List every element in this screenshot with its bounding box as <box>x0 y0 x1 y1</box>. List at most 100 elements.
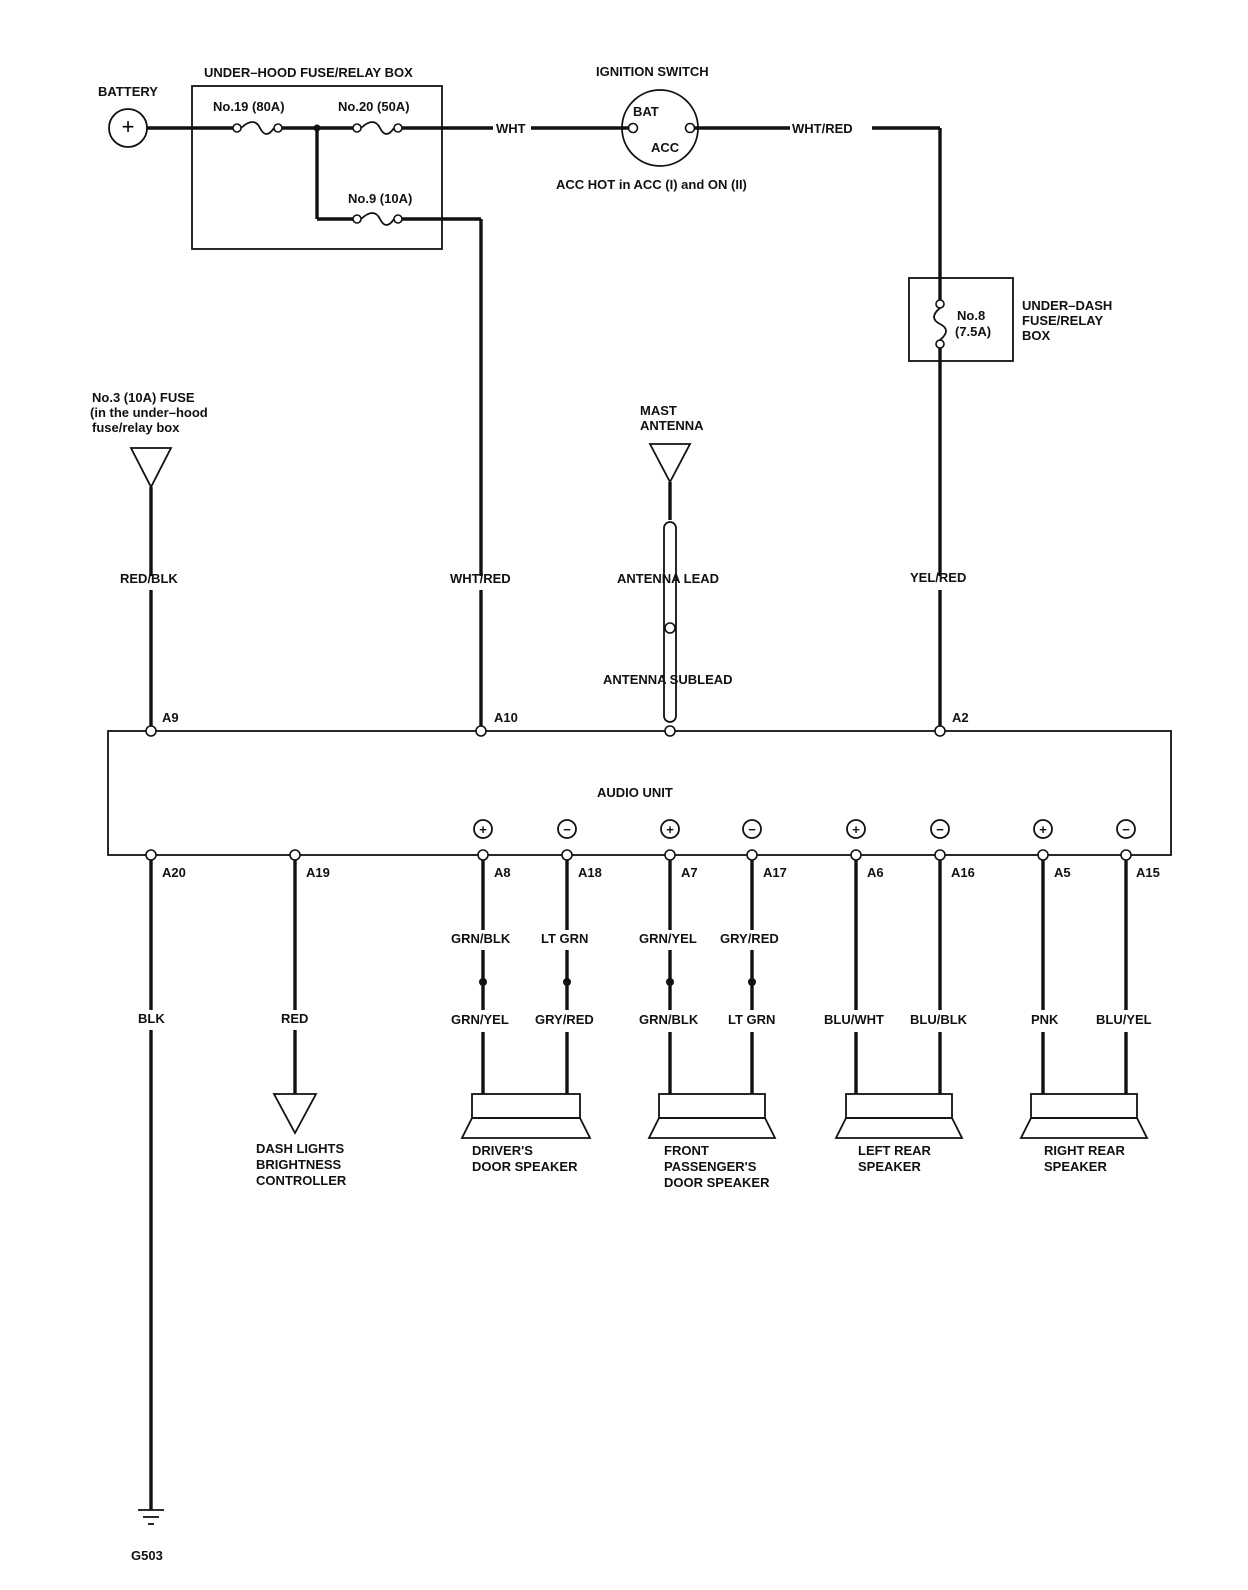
dash-line3: CONTROLLER <box>256 1173 347 1188</box>
plus-marker: + <box>852 822 860 837</box>
ignition-switch: BAT ACC IGNITION SWITCH ACC HOT in ACC (… <box>556 64 747 192</box>
wire-blk-label: BLK <box>138 1011 165 1026</box>
top-wiring: WHT <box>147 121 629 576</box>
ground-circuit: BLK G503 <box>131 860 165 1563</box>
driver-speaker-line2: DOOR SPEAKER <box>472 1159 578 1174</box>
right-rear-speaker-line2: SPEAKER <box>1044 1159 1107 1174</box>
mast-antenna: MAST ANTENNA ANTENNA LEAD ANTENNA SUBLEA… <box>603 403 733 723</box>
fuse-3-line1: No.3 (10A) FUSE <box>92 390 195 405</box>
audio-unit: AUDIO UNIT A9 A10 A2 + − + − + − + − <box>107 710 1172 880</box>
pin-a2-label: A2 <box>952 710 969 725</box>
ignition-acc-label: ACC <box>651 140 680 155</box>
ignition-note: ACC HOT in ACC (I) and ON (II) <box>556 177 747 192</box>
wire-a17-bot-label: LT GRN <box>728 1012 775 1027</box>
front-speaker-cone <box>647 1117 777 1139</box>
underhood-box-title: UNDER–HOOD FUSE/RELAY BOX <box>204 65 413 80</box>
antenna-line1: MAST <box>640 403 677 418</box>
dash-lights-circuit: RED DASH LIGHTS BRIGHTNESS CONTROLLER <box>256 860 347 1188</box>
pin-a5-label: A5 <box>1054 865 1071 880</box>
wire-a7-top-label: GRN/YEL <box>639 931 697 946</box>
pin-a6-label: A6 <box>867 865 884 880</box>
audio-unit-title: AUDIO UNIT <box>597 785 673 800</box>
battery: + BATTERY <box>98 84 158 148</box>
underdash-fuse-box: No.8 (7.5A) UNDER–DASH FUSE/RELAY BOX <box>908 277 1112 362</box>
pin-a7-label: A7 <box>681 865 698 880</box>
pin-a19 <box>289 849 301 861</box>
fuse-8-label: No.8 <box>957 308 985 323</box>
pin-a8 <box>477 849 489 861</box>
wire-a6-label: BLU/WHT <box>824 1012 884 1027</box>
front-speaker-magnet <box>658 1093 766 1119</box>
left-rear-speaker-magnet <box>845 1093 953 1119</box>
driver-speaker-line1: DRIVER'S <box>472 1143 533 1158</box>
antenna-lead-cable <box>663 521 677 723</box>
wire-a16-label: BLU/BLK <box>910 1012 968 1027</box>
minus-marker: − <box>563 822 571 837</box>
wire-wht-red-label: WHT/RED <box>450 571 511 586</box>
front-speaker-line3: DOOR SPEAKER <box>664 1175 770 1190</box>
pin-a16-label: A16 <box>951 865 975 880</box>
pin-a9 <box>145 725 157 737</box>
minus-marker: − <box>1122 822 1130 837</box>
driver-speaker-cone <box>460 1117 592 1139</box>
pin-a9-label: A9 <box>162 710 179 725</box>
antenna-lead-label: ANTENNA LEAD <box>617 571 719 586</box>
minus-marker: − <box>936 822 944 837</box>
ground-label: G503 <box>131 1548 163 1563</box>
fuse-20-label: No.20 (50A) <box>338 99 410 114</box>
dash-line1: DASH LIGHTS <box>256 1141 344 1156</box>
pin-a2 <box>934 725 946 737</box>
plus-marker: + <box>1039 822 1047 837</box>
battery-symbol: + <box>122 114 135 139</box>
wire-a8-bot-label: GRN/YEL <box>451 1012 509 1027</box>
underhood-fuse-box: UNDER–HOOD FUSE/RELAY BOX No.19 (80A) No… <box>191 65 443 250</box>
pin-a18 <box>561 849 573 861</box>
left-rear-speaker-line2: SPEAKER <box>858 1159 921 1174</box>
wire-yel-red-label: YEL/RED <box>910 570 966 585</box>
wire-wht-red-top-label: WHT/RED <box>792 121 853 136</box>
left-rear-speaker-line1: LEFT REAR <box>858 1143 932 1158</box>
fuse-8-element <box>933 307 947 341</box>
right-rear-speaker-circuit: PNK BLU/YEL RIGHT REAR SPEAKER <box>1019 860 1152 1174</box>
wire-a8-top-label: GRN/BLK <box>451 931 511 946</box>
pin-a18-label: A18 <box>578 865 602 880</box>
pin-a5 <box>1037 849 1049 861</box>
pin-a15-label: A15 <box>1136 865 1160 880</box>
right-rear-speaker-magnet <box>1030 1093 1138 1119</box>
wire-a18-bot-label: GRY/RED <box>535 1012 594 1027</box>
fuse-19-element <box>240 121 275 135</box>
pin-a19-label: A19 <box>306 865 330 880</box>
pin-a20 <box>145 849 157 861</box>
fuse-3-source: No.3 (10A) FUSE (in the under–hood fuse/… <box>90 390 208 726</box>
wire-a17-top-label: GRY/RED <box>720 931 779 946</box>
battery-label: BATTERY <box>98 84 158 99</box>
front-speaker-line2: PASSENGER'S <box>664 1159 757 1174</box>
pin-a17-label: A17 <box>763 865 787 880</box>
fuse-3-line3: fuse/relay box <box>92 420 180 435</box>
pin-a16 <box>934 849 946 861</box>
underdash-box-title-2: FUSE/RELAY <box>1022 313 1103 328</box>
fuse-19-terminal <box>232 123 242 133</box>
wire-a7-bot-label: GRN/BLK <box>639 1012 699 1027</box>
pin-a10 <box>475 725 487 737</box>
wire-a18-top-label: LT GRN <box>541 931 588 946</box>
left-rear-speaker-circuit: BLU/WHT BLU/BLK LEFT REAR SPEAKER <box>824 860 968 1174</box>
driver-speaker-magnet <box>471 1093 581 1119</box>
antenna-line2: ANTENNA <box>640 418 704 433</box>
pin-a8-label: A8 <box>494 865 511 880</box>
underdash-box-title-1: UNDER–DASH <box>1022 298 1112 313</box>
wire-a15-label: BLU/YEL <box>1096 1012 1152 1027</box>
dash-line2: BRIGHTNESS <box>256 1157 342 1172</box>
front-speaker-line1: FRONT <box>664 1143 709 1158</box>
pin-a7 <box>664 849 676 861</box>
pin-a15 <box>1120 849 1132 861</box>
minus-marker: − <box>748 822 756 837</box>
left-rear-speaker-cone <box>834 1117 964 1139</box>
pin-a10-label: A10 <box>494 710 518 725</box>
pin-a20-label: A20 <box>162 865 186 880</box>
front-passenger-speaker-circuit: GRN/YEL GRN/BLK GRY/RED LT GRN FRONT PAS… <box>639 860 779 1190</box>
pin-a17 <box>746 849 758 861</box>
ignition-bat-label: BAT <box>633 104 659 119</box>
fuse-19-label: No.19 (80A) <box>213 99 285 114</box>
